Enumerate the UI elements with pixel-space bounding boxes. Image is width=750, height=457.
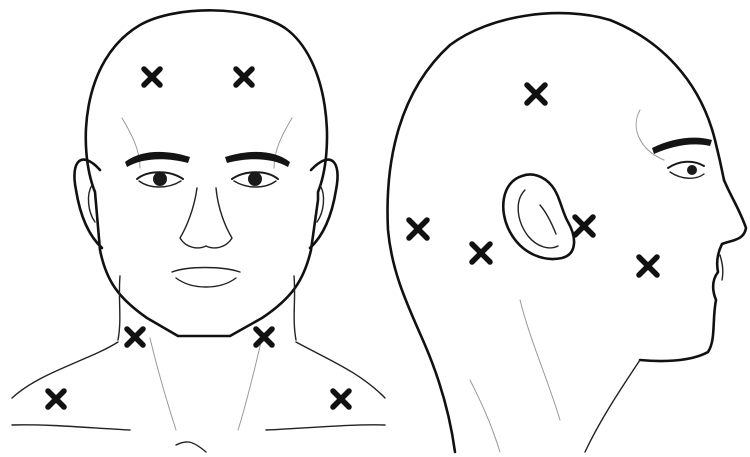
side-eye (687, 165, 697, 175)
x-marker-front-shoulder-left (48, 391, 64, 407)
front-right-eye (248, 172, 262, 186)
x-marker-side-cheek (639, 257, 657, 275)
x-marker-side-mastoid (472, 244, 490, 262)
x-marker-front-shoulder-right (333, 391, 349, 407)
front-nose (180, 188, 232, 248)
x-marker-side-preauricular (575, 217, 593, 235)
side-jaw (585, 360, 640, 452)
x-markers (48, 69, 657, 407)
front-right-brow (225, 152, 290, 167)
side-view (388, 13, 746, 452)
front-left-eye (153, 172, 167, 186)
side-ear (503, 174, 574, 259)
front-mouth (172, 268, 240, 273)
front-left-brow (125, 152, 190, 167)
front-right-shoulder (296, 342, 385, 398)
x-marker-front-crown-right (236, 69, 252, 85)
x-marker-front-crown-left (144, 69, 160, 85)
x-marker-side-parietal (527, 85, 545, 103)
x-marker-front-neck-right (256, 329, 272, 345)
x-marker-front-neck-left (127, 329, 143, 345)
side-brow (652, 138, 712, 154)
x-marker-side-occipital (409, 220, 427, 238)
front-view (12, 10, 385, 452)
